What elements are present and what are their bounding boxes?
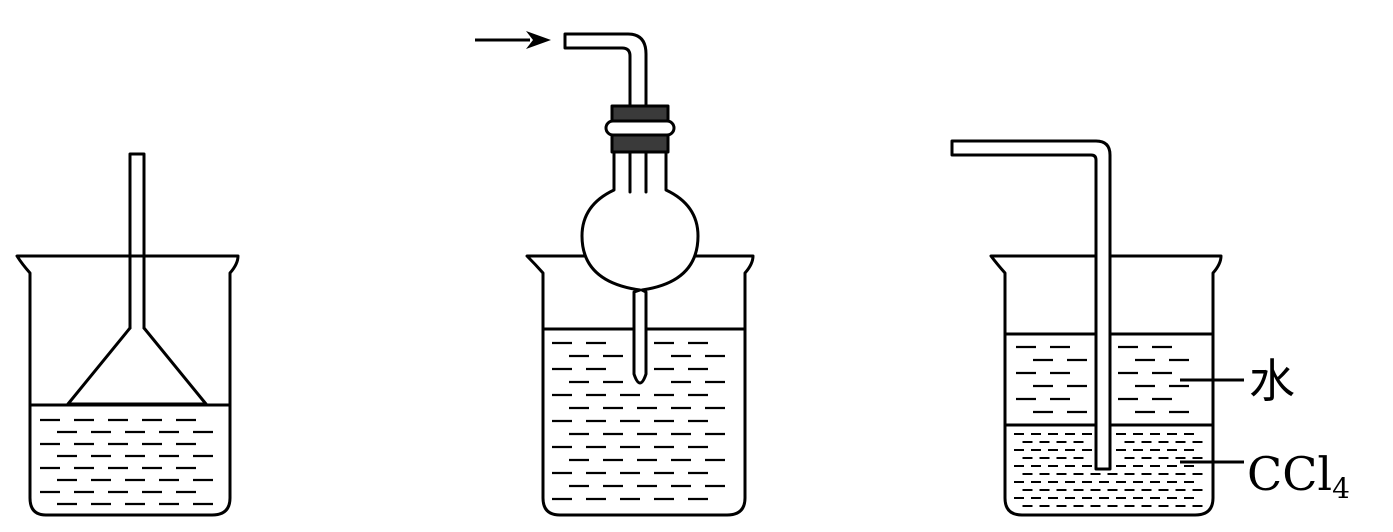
ccl4-label-subscript: 4	[1332, 472, 1350, 505]
ccl4-label: CCl4	[1247, 447, 1350, 505]
funnel-stem	[128, 152, 146, 330]
ccl4-label-main: CCl	[1247, 447, 1332, 501]
beaker-3-outline	[989, 254, 1223, 517]
water-layer	[1016, 345, 1189, 414]
inner-tube	[628, 150, 648, 194]
beaker-2-liquid	[552, 341, 725, 501]
arrow-head-icon	[526, 31, 551, 49]
funnel-cone	[66, 326, 208, 406]
apparatus-funnel	[15, 152, 240, 517]
inlet-arrow	[475, 31, 551, 49]
stopper-lower	[610, 133, 670, 154]
ccl4-layer	[1014, 433, 1203, 507]
stopper-upper	[610, 104, 670, 123]
beaker-1-outline	[15, 254, 240, 517]
inlet-tube	[563, 32, 648, 108]
delivery-tube	[950, 139, 1112, 471]
beaker-1-liquid	[40, 418, 213, 506]
flask-assembly	[563, 32, 700, 385]
water-label: 水	[1249, 354, 1295, 408]
flask-body	[580, 150, 700, 385]
stopper-ring	[604, 119, 676, 137]
beaker-2-outline	[525, 254, 755, 517]
